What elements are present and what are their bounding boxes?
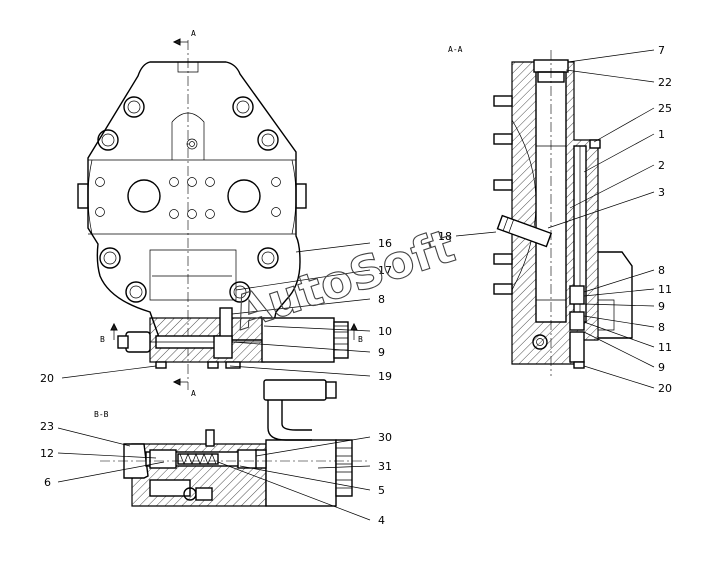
callout-30: 30 [378, 431, 392, 444]
section-arrow-b-left [110, 322, 118, 340]
callout-9-right-a: 9 [658, 300, 665, 313]
callout-19: 19 [378, 370, 392, 383]
port-holes [95, 177, 281, 219]
section-view-aa [493, 50, 633, 376]
section-label-b-right: B [358, 335, 363, 344]
section-arrow-a-top [172, 38, 188, 46]
callout-numbers: 7 22 25 1 2 3 18 8 11 9 8 11 9 20 16 17 … [40, 44, 672, 527]
callout-8-right-b: 8 [658, 321, 665, 334]
callout-3: 3 [658, 186, 665, 199]
callout-9-front: 9 [378, 346, 385, 359]
solenoid-coil [261, 317, 335, 363]
section-arrow-b-right [350, 322, 358, 340]
callout-11-right-b: 11 [658, 341, 672, 354]
leader-lines [57, 49, 655, 521]
callout-11-right-a: 11 [658, 283, 672, 296]
callout-9-right-b: 9 [658, 361, 665, 374]
callout-10: 10 [378, 325, 392, 338]
section-label-aa: A-A [448, 45, 463, 54]
callout-20-right: 20 [658, 382, 672, 395]
callout-31: 31 [378, 460, 392, 473]
callout-1: 1 [658, 128, 665, 141]
callout-5: 5 [378, 484, 385, 497]
callout-2: 2 [658, 159, 665, 172]
callout-4: 4 [378, 514, 385, 527]
callout-6: 6 [44, 476, 51, 489]
callout-20-front: 20 [40, 372, 54, 385]
callout-18: 18 [438, 230, 452, 243]
callout-8-right-a: 8 [658, 264, 665, 277]
section-view-bb [100, 379, 370, 507]
callout-17: 17 [378, 264, 392, 277]
section-label-b-left: B [100, 335, 105, 344]
section-arrow-a-bottom [172, 378, 188, 386]
callout-16: 16 [378, 237, 392, 250]
callout-25: 25 [658, 102, 672, 115]
front-view [77, 38, 358, 390]
callout-23: 23 [40, 420, 54, 433]
section-label-a-top: A [191, 29, 196, 38]
section-label-bb: B-B [94, 410, 109, 419]
section-label-a-bottom: A [191, 389, 196, 398]
callout-12: 12 [40, 447, 54, 460]
callout-8-front: 8 [378, 293, 385, 306]
bolt-group [97, 96, 279, 303]
callout-22: 22 [658, 76, 672, 89]
callout-7: 7 [658, 44, 665, 57]
